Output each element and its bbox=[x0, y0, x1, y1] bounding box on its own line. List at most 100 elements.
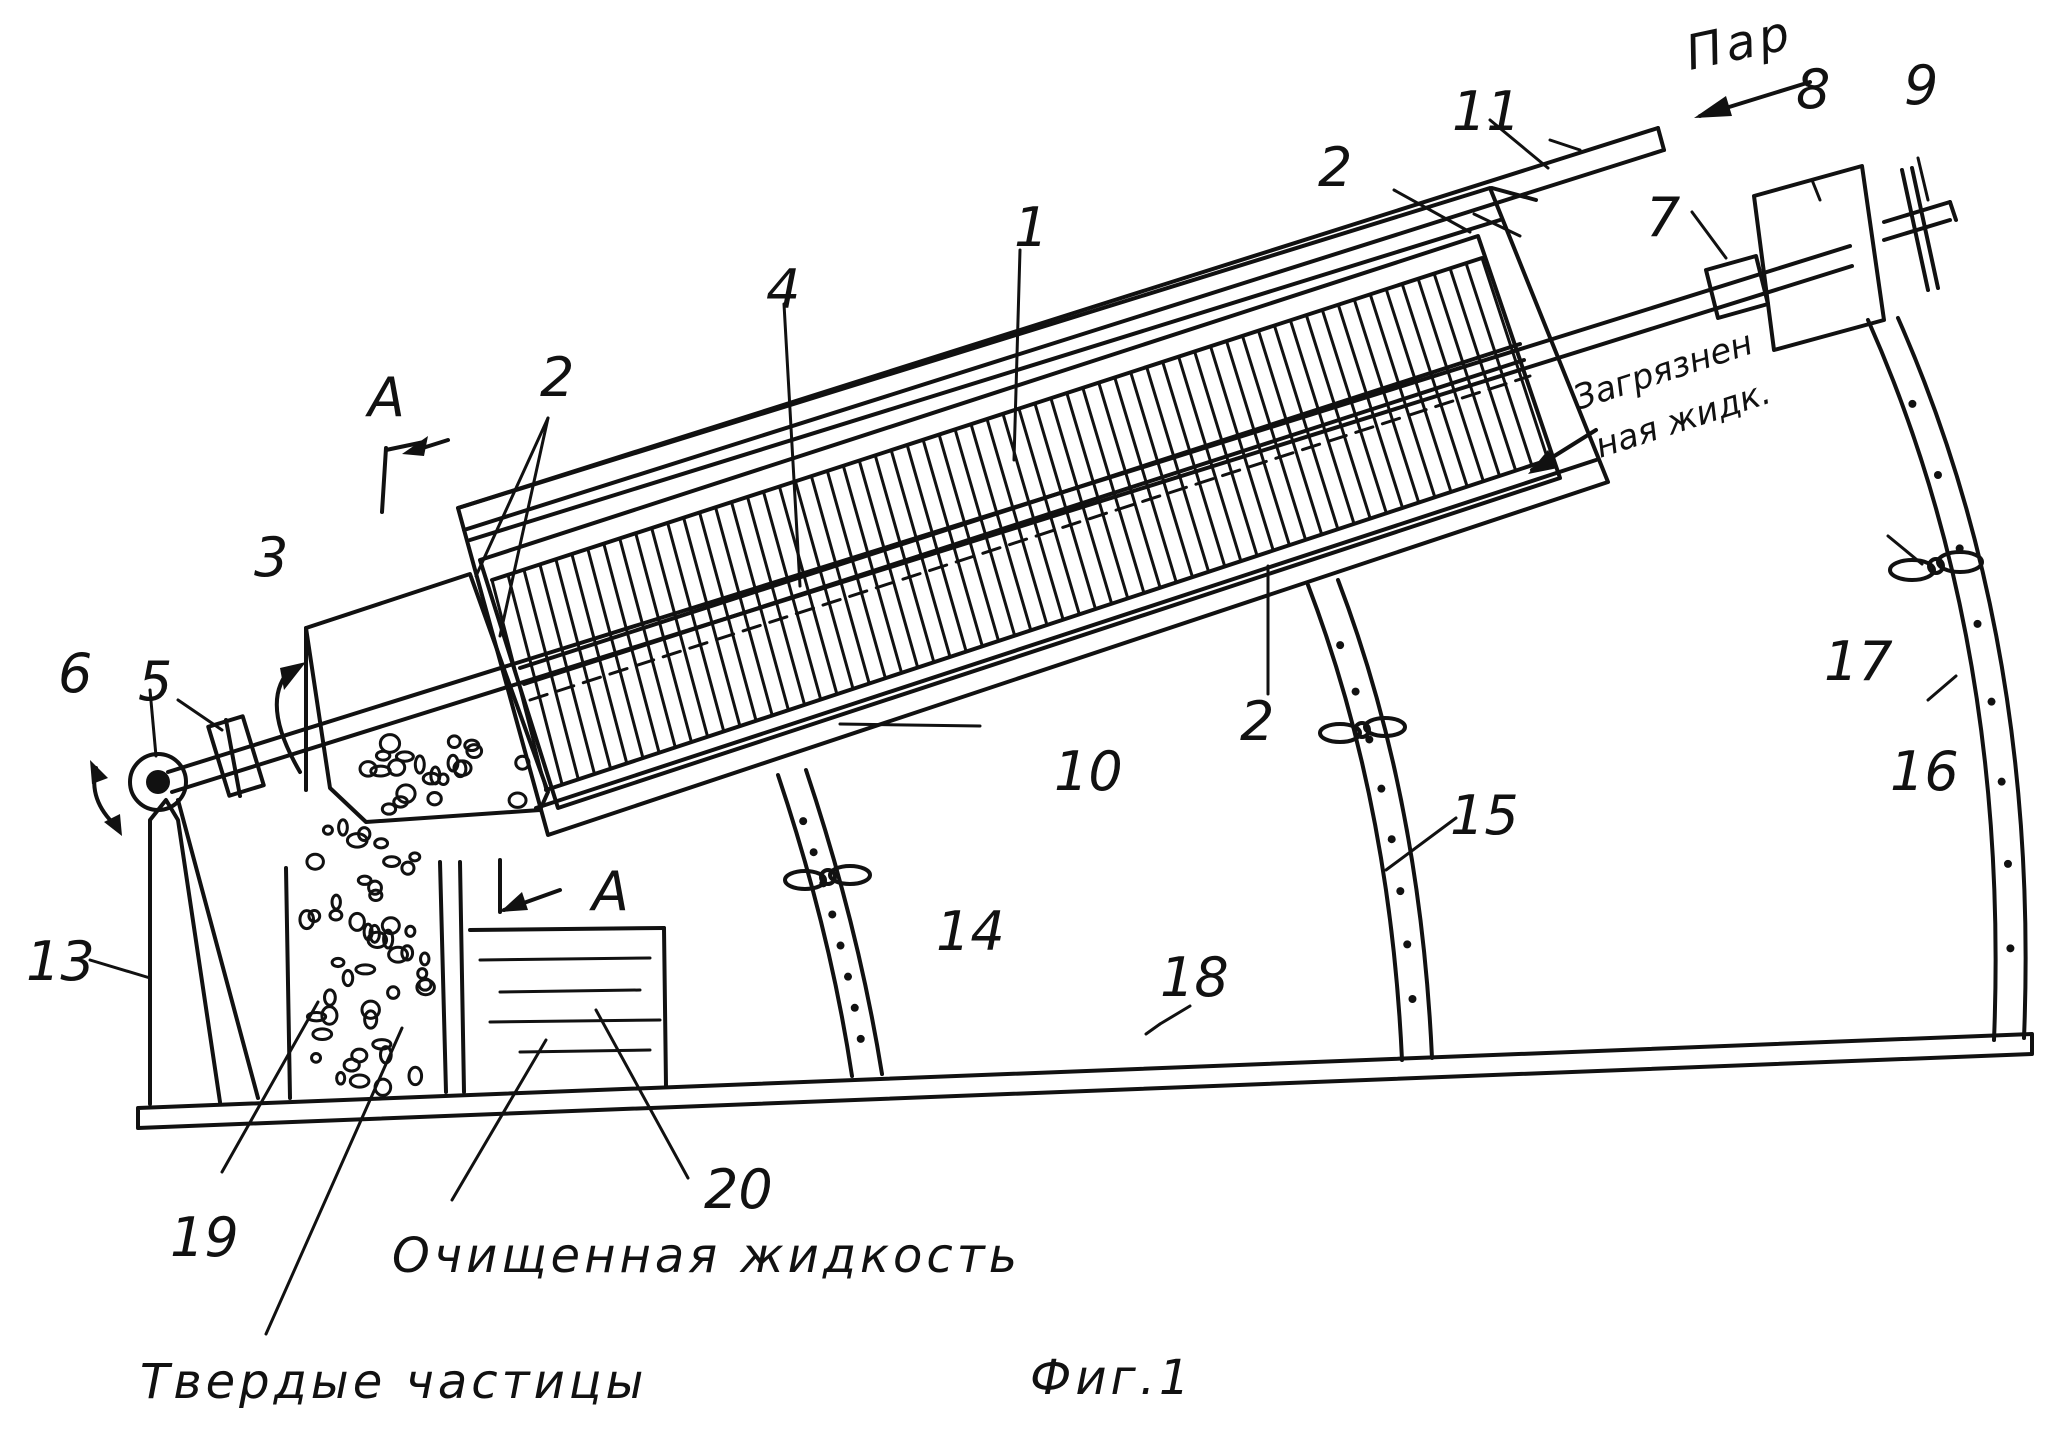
drum-rib bbox=[1209, 344, 1275, 552]
coupling bbox=[206, 714, 266, 798]
label-18: 18 bbox=[1160, 946, 1229, 1009]
drum-rib bbox=[1225, 339, 1291, 547]
perforation-dot bbox=[850, 1003, 859, 1012]
label-3: 3 bbox=[254, 526, 288, 589]
label-section-a-tank: A bbox=[589, 860, 629, 923]
support-arc-15 bbox=[1306, 578, 1434, 1062]
label-solid-particles: Твердые частицы bbox=[140, 1354, 647, 1410]
label-section-a-left: A bbox=[365, 366, 405, 429]
solid-particle bbox=[330, 893, 342, 911]
perforation-dot bbox=[799, 817, 808, 826]
drum-rib bbox=[1352, 298, 1421, 505]
solid-particle bbox=[320, 1005, 339, 1026]
label-2-top-left: 2 bbox=[540, 346, 574, 409]
drum-rib bbox=[1081, 386, 1146, 595]
liquid-tank bbox=[458, 860, 668, 1094]
handwheel bbox=[1882, 166, 1958, 292]
perforation-dot bbox=[1365, 735, 1374, 744]
solid-particle bbox=[452, 759, 473, 777]
dirty-liquid-arrow bbox=[1528, 428, 1598, 474]
label-16: 16 bbox=[1890, 740, 1959, 803]
particle-bin bbox=[284, 860, 448, 1100]
drum-rib bbox=[1288, 318, 1356, 526]
perforation-dot bbox=[809, 848, 818, 857]
solid-particle bbox=[426, 790, 443, 807]
drum-rib bbox=[1272, 324, 1340, 531]
label-2-top-right: 2 bbox=[1318, 136, 1352, 199]
label-15: 15 bbox=[1450, 784, 1519, 847]
solid-particle bbox=[416, 967, 429, 980]
perforation-dot bbox=[1403, 940, 1412, 949]
drum-rib bbox=[1416, 277, 1485, 483]
perforation-dot bbox=[1396, 887, 1405, 896]
label-5: 5 bbox=[138, 650, 172, 713]
label-9: 9 bbox=[1904, 54, 1938, 117]
shaft bbox=[166, 244, 1854, 794]
drum-rib bbox=[1400, 282, 1469, 489]
drum-rib bbox=[1145, 365, 1211, 574]
perforation-dot bbox=[1997, 777, 2006, 786]
solid-particle bbox=[358, 760, 378, 778]
section-marker-a bbox=[380, 436, 450, 514]
steam-arrow bbox=[1694, 80, 1812, 118]
pivot-hinge bbox=[90, 752, 188, 836]
perforation-dot bbox=[1336, 641, 1345, 650]
drum-rib bbox=[1464, 261, 1534, 467]
motor bbox=[1752, 164, 1886, 352]
drum-rib bbox=[1448, 266, 1518, 473]
solid-particle bbox=[367, 879, 383, 896]
label-11: 11 bbox=[1452, 80, 1521, 143]
solid-particle bbox=[363, 1009, 379, 1030]
solid-particle bbox=[337, 818, 349, 837]
perforation-dot bbox=[1908, 399, 1917, 408]
label-4: 4 bbox=[766, 258, 800, 321]
solid-particle bbox=[371, 1038, 393, 1051]
solid-particle bbox=[514, 754, 531, 771]
label-steam: Пар bbox=[1681, 5, 1798, 82]
trough-housing bbox=[456, 186, 1610, 837]
solid-particle bbox=[400, 944, 415, 962]
solid-particle bbox=[374, 749, 392, 762]
solid-particle bbox=[507, 791, 528, 809]
solid-particle bbox=[342, 1057, 361, 1073]
label-13: 13 bbox=[26, 930, 95, 993]
label-figure: Фиг.1 bbox=[1030, 1350, 1194, 1406]
drum-rib bbox=[1065, 391, 1130, 600]
wing-nut-clamp bbox=[1318, 716, 1407, 744]
perforation-dot bbox=[1933, 471, 1942, 479]
wing-nut-clamp bbox=[783, 864, 872, 891]
solid-particle bbox=[354, 963, 377, 976]
drum-rib bbox=[1017, 407, 1081, 616]
section-marker-a-tank bbox=[498, 858, 562, 914]
solid-particle bbox=[310, 1052, 323, 1064]
drum-rib bbox=[1049, 396, 1114, 606]
solid-particle bbox=[305, 852, 325, 871]
drum-rib bbox=[1161, 360, 1227, 568]
perforation-dot bbox=[2006, 944, 2015, 953]
solid-particle bbox=[321, 824, 334, 836]
perforation-dot bbox=[836, 941, 845, 950]
solid-particle bbox=[305, 1011, 328, 1023]
perforation-dot bbox=[1987, 697, 1996, 706]
solid-particle bbox=[330, 956, 346, 969]
solid-particle bbox=[413, 754, 426, 775]
drum-rib bbox=[969, 422, 1033, 632]
perforation-dot bbox=[828, 910, 837, 919]
perforation-dot bbox=[844, 972, 852, 981]
solid-particle bbox=[421, 771, 441, 786]
drum-rib bbox=[1240, 334, 1308, 542]
label-10: 10 bbox=[1054, 740, 1123, 803]
solid-particle bbox=[394, 750, 415, 763]
drum-rib bbox=[1033, 401, 1097, 611]
perforation-dot bbox=[1973, 619, 1982, 628]
left-support bbox=[148, 798, 260, 1106]
solid-particle bbox=[417, 977, 433, 992]
solid-particle bbox=[323, 988, 337, 1007]
leader-lines bbox=[88, 118, 1958, 1336]
solid-particle bbox=[382, 928, 395, 950]
label-8: 8 bbox=[1796, 58, 1830, 121]
drum-rib bbox=[1097, 381, 1162, 590]
perforation-dot bbox=[1408, 995, 1417, 1004]
arc-perforations bbox=[799, 399, 2015, 1043]
solid-particle bbox=[378, 733, 402, 754]
